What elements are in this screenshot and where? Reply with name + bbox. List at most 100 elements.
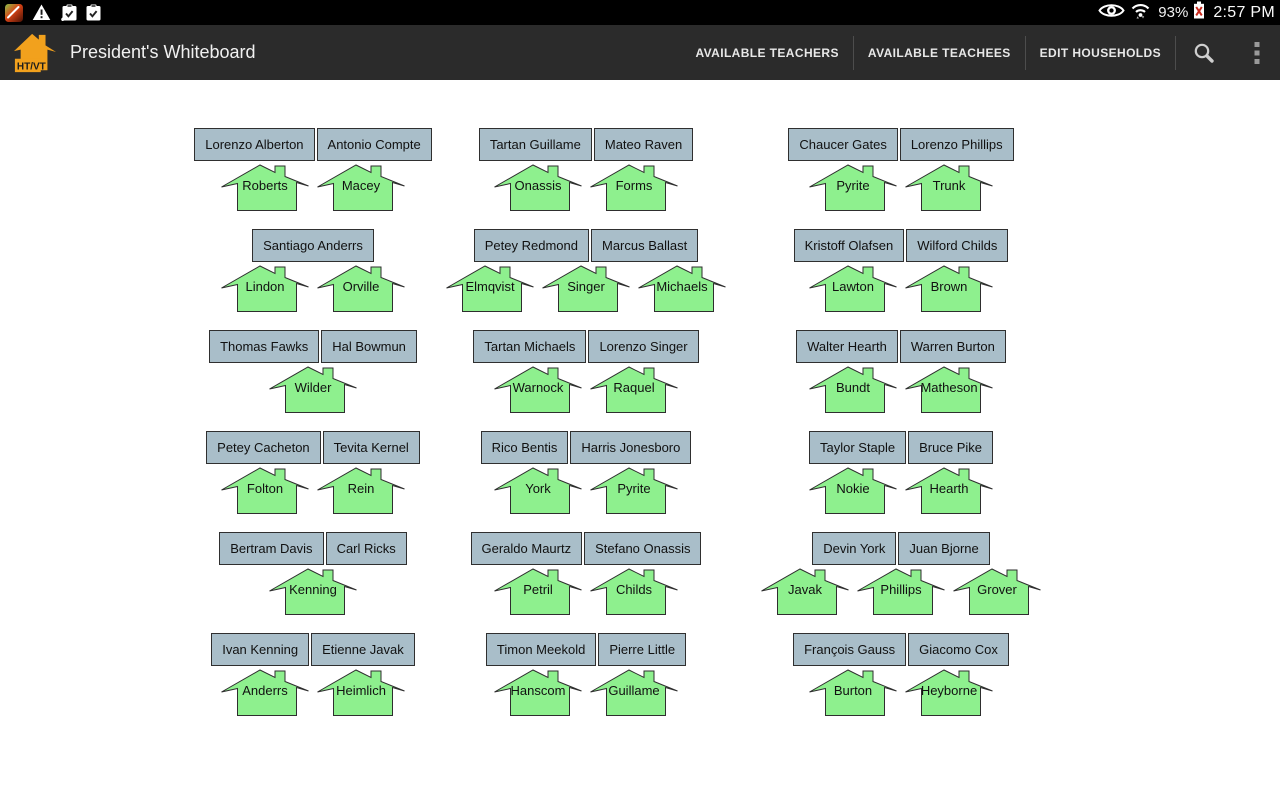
household-house[interactable]: Anderrs [221,668,309,716]
teacher-card[interactable]: Mateo Raven [593,128,694,161]
household-house[interactable]: Forms [590,163,678,211]
teacher-card[interactable]: François Gauss [793,633,907,666]
household-house[interactable]: Matheson [905,365,993,413]
household-house[interactable]: Heimlich [317,668,405,716]
household-house[interactable]: Kenning [269,567,357,615]
household-house[interactable]: Singer [542,264,630,312]
teacher-card[interactable]: Bertram Davis [219,532,324,565]
household-house[interactable]: Petril [494,567,582,615]
teacher-card[interactable]: Pierre Little [598,633,687,666]
teacher-card[interactable]: Wilford Childs [906,229,1009,262]
household-house[interactable]: Elmqvist [446,264,534,312]
teacher-card[interactable]: Lorenzo Phillips [899,128,1014,161]
overflow-menu-button[interactable] [1232,25,1280,80]
household-label: Pyrite [617,481,651,496]
household-house[interactable]: Pyrite [590,466,678,514]
house-icon [809,265,897,312]
house-icon [590,568,678,615]
household-house[interactable]: Orville [317,264,405,312]
household-house[interactable]: Bundt [809,365,897,413]
household-house[interactable]: Lindon [221,264,309,312]
teacher-card[interactable]: Timon Meekold [485,633,597,666]
household-house[interactable]: Hanscom [494,668,582,716]
teacher-card[interactable]: Devin York [812,532,897,565]
app-home-icon[interactable]: HT/VT [12,31,58,75]
household-house[interactable]: Nokie [809,466,897,514]
household-house[interactable]: Childs [590,567,678,615]
household-house[interactable]: Phillips [857,567,945,615]
teacher-card[interactable]: Giacomo Cox [908,633,1009,666]
teacher-card[interactable]: Lorenzo Singer [588,330,699,363]
teacher-card[interactable]: Harris Jonesboro [570,431,692,464]
teacher-card[interactable]: Etienne Javak [311,633,415,666]
house-icon [494,467,582,514]
teacher-card[interactable]: Walter Hearth [796,330,898,363]
household-label: Elmqvist [465,279,515,294]
household-label: Warnock [512,380,564,395]
teacher-card[interactable]: Petey Cacheton [206,431,321,464]
house-icon [221,467,309,514]
teacher-card[interactable]: Chaucer Gates [788,128,898,161]
household-house[interactable]: Roberts [221,163,309,211]
house-icon [809,467,897,514]
house-row: Kenning [163,567,463,615]
teacher-card[interactable]: Petey Redmond [473,229,589,262]
household-house[interactable]: Javak [761,567,849,615]
house-icon [590,366,678,413]
household-house[interactable]: Burton [809,668,897,716]
household-label: Forms [615,178,653,193]
teacher-card[interactable]: Taylor Staple [808,431,907,464]
teacher-card[interactable]: Lorenzo Alberton [194,128,315,161]
household-house[interactable]: Raquel [590,365,678,413]
menu-edit-households[interactable]: EDIT HOUSEHOLDS [1039,45,1161,60]
household-house[interactable]: Trunk [905,163,993,211]
household-house[interactable]: Macey [317,163,405,211]
household-house[interactable]: Onassis [494,163,582,211]
house-row: Pyrite Trunk [751,163,1051,211]
teacher-card[interactable]: Hal Bowmun [321,330,417,363]
teacher-card[interactable]: Kristoff Olafsen [793,229,905,262]
household-house[interactable]: Hearth [905,466,993,514]
household-house[interactable]: Pyrite [809,163,897,211]
household-house[interactable]: Michaels [638,264,726,312]
household-house[interactable]: Guillame [590,668,678,716]
household-label: Guillame [608,683,660,698]
teacher-card[interactable]: Rico Bentis [480,431,569,464]
teacher-card[interactable]: Carl Ricks [325,532,407,565]
household-house[interactable]: Grover [953,567,1041,615]
household-label: Raquel [613,380,655,395]
teacher-card[interactable]: Antonio Compte [316,128,432,161]
teacher-card[interactable]: Bruce Pike [908,431,994,464]
household-house[interactable]: Lawton [809,264,897,312]
house-icon [221,265,309,312]
household-house[interactable]: Folton [221,466,309,514]
status-clock: 2:57 PM [1213,3,1275,21]
household-label: Orville [342,279,380,294]
teacher-card[interactable]: Thomas Fawks [209,330,320,363]
teacher-card[interactable]: Stefano Onassis [584,532,702,565]
teacher-card[interactable]: Santiago Anderrs [252,229,374,262]
household-house[interactable]: Warnock [494,365,582,413]
teacher-row: Santiago Anderrs [163,229,463,262]
teacher-card[interactable]: Marcus Ballast [590,229,699,262]
household-label: Brown [930,279,968,294]
household-house[interactable]: York [494,466,582,514]
teacher-card[interactable]: Warren Burton [899,330,1006,363]
teacher-card[interactable]: Ivan Kenning [211,633,310,666]
teacher-card[interactable]: Juan Bjorne [898,532,990,565]
menu-available-teachees[interactable]: AVAILABLE TEACHEES [867,45,1011,60]
teacher-card[interactable]: Geraldo Maurtz [470,532,583,565]
household-house[interactable]: Rein [317,466,405,514]
menu-available-teachers[interactable]: AVAILABLE TEACHERS [695,45,839,60]
teacher-card[interactable]: Tartan Michaels [473,330,587,363]
teacher-card[interactable]: Tartan Guillame [478,128,592,161]
search-button[interactable] [1176,25,1232,80]
household-house[interactable]: Brown [905,264,993,312]
household-house[interactable]: Heyborne [905,668,993,716]
teacher-card[interactable]: Tevita Kernel [322,431,420,464]
household-house[interactable]: Wilder [269,365,357,413]
